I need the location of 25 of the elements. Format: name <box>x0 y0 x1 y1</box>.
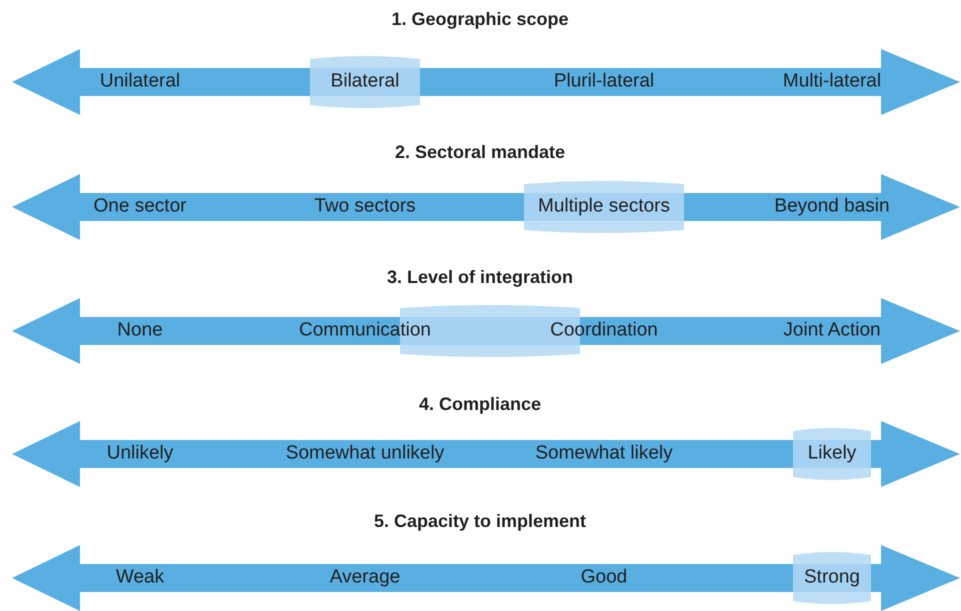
scale-label: Two sectors <box>314 196 416 218</box>
scale-label: One sector <box>94 196 186 218</box>
scale-label: Somewhat likely <box>535 444 673 464</box>
scale-heading: 3. Level of integration <box>386 268 574 288</box>
scale-label: Coordination <box>550 320 658 342</box>
scale-heading: 4. Compliance <box>418 395 542 415</box>
scale-heading: 2. Sectoral mandate <box>394 143 566 163</box>
scale-label: Unlikely <box>106 444 174 464</box>
scale-label: Beyond basin <box>774 196 890 218</box>
scale-label: Weak <box>116 568 164 588</box>
scale-label: None <box>117 320 163 342</box>
scale-label: Strong <box>804 568 860 588</box>
scale-label: Unilateral <box>100 72 180 92</box>
scale-label: Bilateral <box>330 72 400 92</box>
scale-label: Communication <box>299 320 431 342</box>
scale-label: Good <box>580 568 628 588</box>
scale-label: Average <box>330 568 400 588</box>
scale-heading: 5. Capacity to implement <box>374 512 586 532</box>
scale-label: Multi-lateral <box>782 72 882 92</box>
scale-label: Likely <box>808 444 856 464</box>
scale-label: Joint Action <box>783 320 881 342</box>
scale-heading: 1. Geographic scope <box>391 10 569 30</box>
scale-label: Pluril-lateral <box>554 72 654 92</box>
scale-label: Somewhat unlikely <box>286 444 444 464</box>
scale-label: Multiple sectors <box>538 196 670 218</box>
